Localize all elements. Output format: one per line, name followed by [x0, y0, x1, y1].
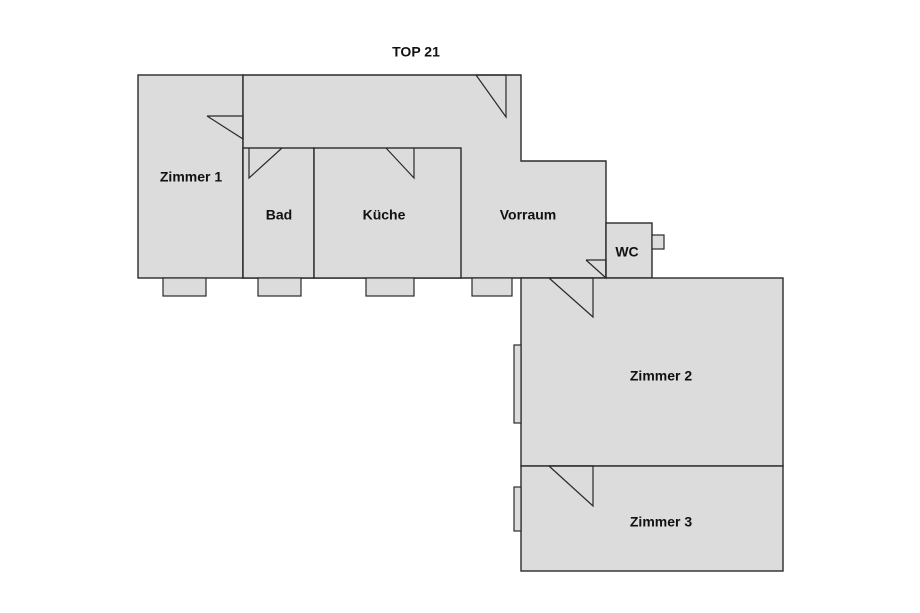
room-zimmer-1	[137, 74, 244, 279]
label-zimmer-2: Zimmer 2	[630, 368, 692, 384]
window-zimmer-2	[513, 344, 522, 424]
label-kueche: Küche	[363, 207, 406, 223]
door-bad	[248, 147, 283, 180]
door-zimmer-2	[548, 277, 594, 319]
label-vorraum: Vorraum	[500, 207, 557, 223]
window-bad	[257, 277, 302, 297]
door-entrance	[475, 74, 507, 119]
door-zimmer-3	[548, 465, 594, 508]
room-zimmer-2	[520, 277, 784, 467]
window-vorraum	[471, 277, 513, 297]
room-kueche	[313, 147, 462, 279]
label-zimmer-3: Zimmer 3	[630, 514, 692, 530]
label-wc: WC	[615, 244, 638, 260]
door-wc	[585, 259, 607, 280]
window-kueche	[365, 277, 415, 297]
door-zimmer-1	[206, 115, 244, 141]
room-wc	[605, 222, 653, 279]
label-zimmer-1: Zimmer 1	[160, 169, 222, 185]
label-bad: Bad	[266, 207, 292, 223]
door-kueche	[385, 147, 415, 180]
plan-title: TOP 21	[392, 44, 440, 60]
window-zimmer-3	[513, 486, 522, 532]
wc-window	[651, 234, 665, 250]
room-zimmer-3	[520, 465, 784, 572]
window-zimmer-1	[162, 277, 207, 297]
